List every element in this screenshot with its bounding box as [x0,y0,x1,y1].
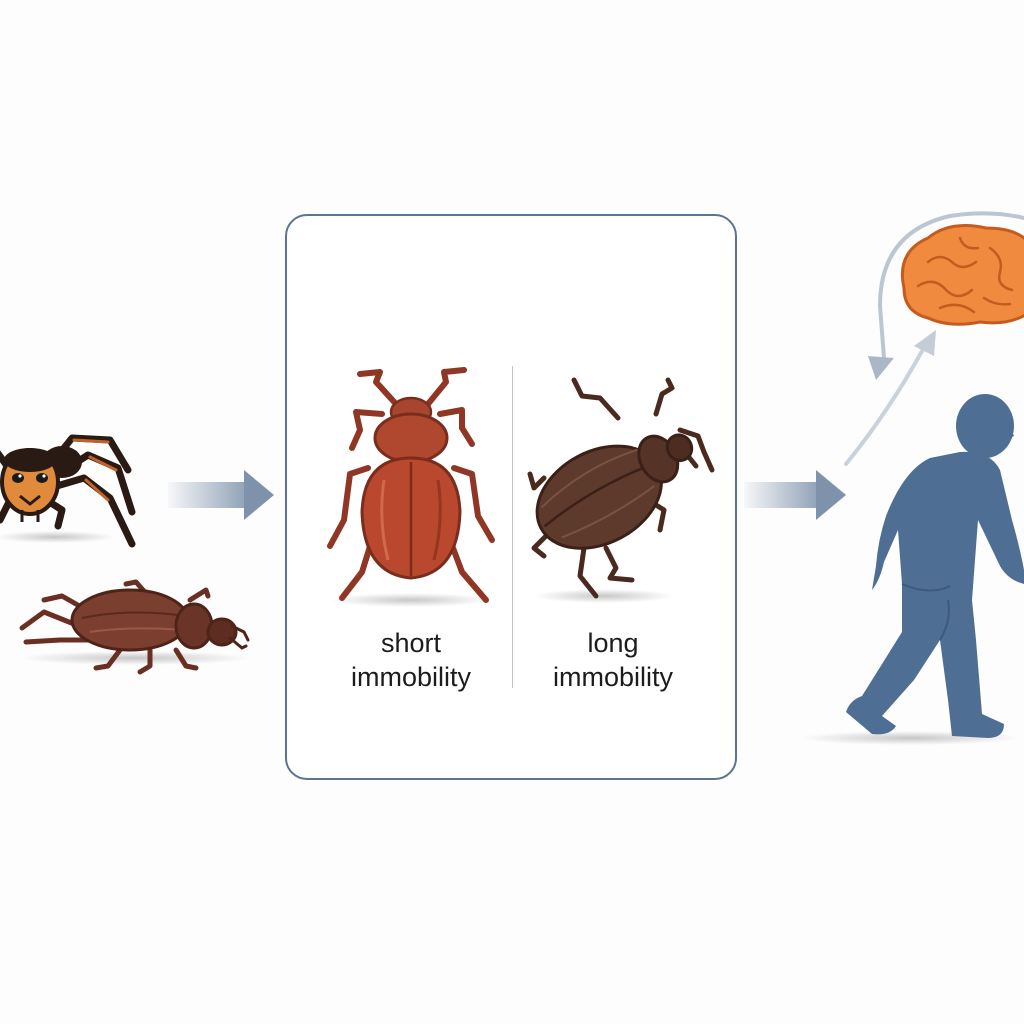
comparison-panel [285,214,737,780]
beetle-short-immobility-icon [327,367,495,607]
beetle-long-immobility-icon [527,377,715,603]
beetle-icon [19,579,250,675]
arrow-right-icon [168,470,274,520]
arrow-right-icon [744,470,846,520]
caption-long-line-2: immobility [552,662,673,692]
walking-person-icon [800,394,1024,745]
feedback-arrow-icon [844,211,1024,466]
caption-short-line-2: immobility [350,662,471,692]
brain-icon [900,224,1024,326]
caption-long-immobility: long immobility [513,626,713,694]
caption-long-line-1: long [587,628,639,658]
panel-divider [512,366,513,688]
caption-short-immobility: short immobility [311,626,511,694]
spider-icon [0,434,136,548]
caption-short-line-1: short [380,628,442,658]
